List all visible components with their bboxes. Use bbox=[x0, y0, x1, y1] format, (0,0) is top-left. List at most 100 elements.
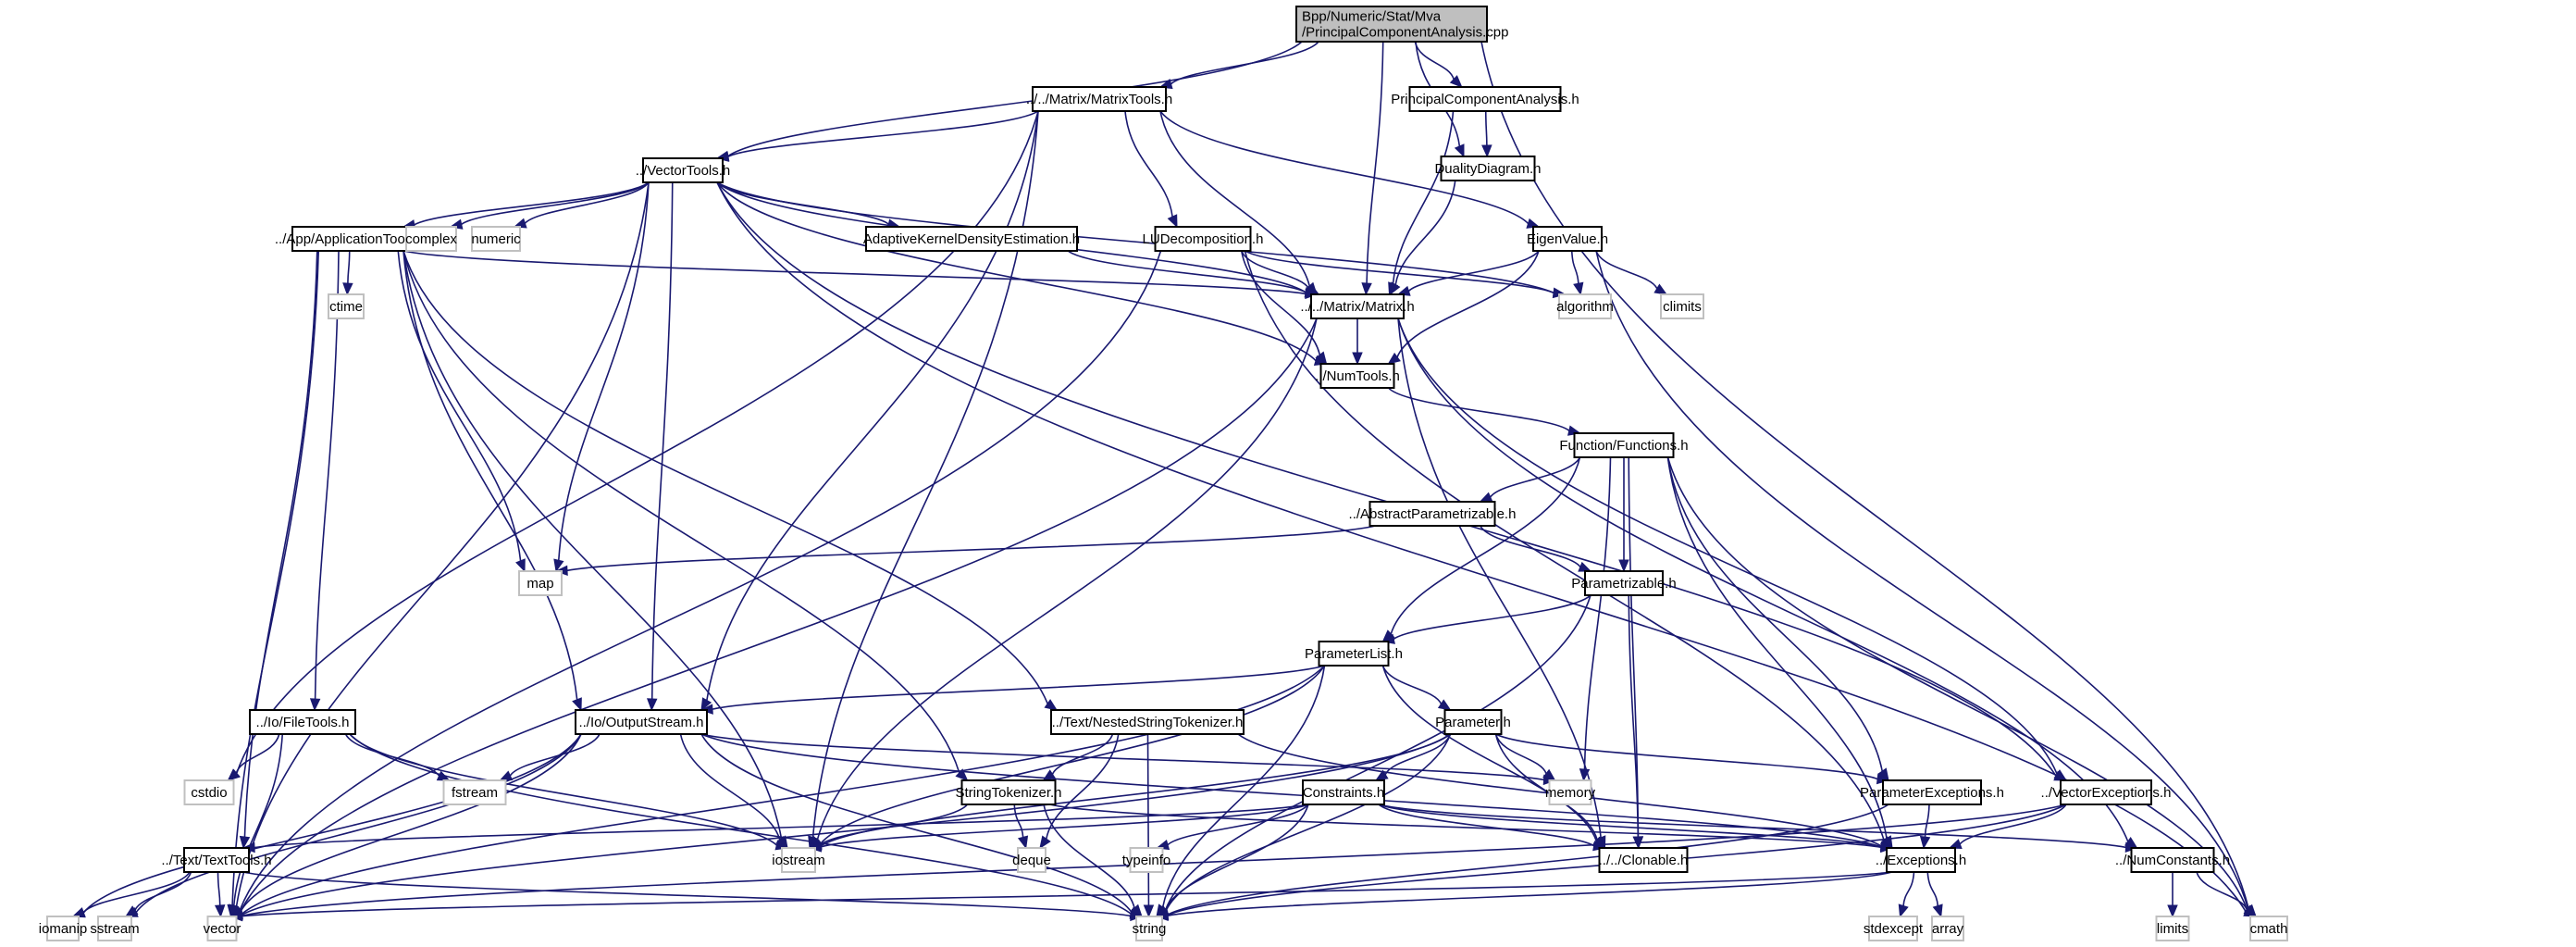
node-lu[interactable]: LUDecomposition.h bbox=[1143, 226, 1264, 252]
edge-root-to-pca_h bbox=[1414, 41, 1463, 88]
edge-line bbox=[242, 871, 1893, 917]
edge-line bbox=[819, 665, 1326, 845]
node-parameter[interactable]: Parameter.h bbox=[1435, 709, 1511, 735]
node-matrix[interactable]: ../../Matrix/Matrix.h bbox=[1300, 293, 1415, 319]
node-label: ../VectorTools.h bbox=[636, 163, 731, 179]
node-box bbox=[328, 293, 365, 319]
edge-vectortools-to-complex bbox=[449, 181, 650, 230]
edge-apptools-to-nestedtok bbox=[402, 250, 1059, 711]
arrowhead-icon bbox=[1315, 351, 1328, 366]
edge-line bbox=[1159, 110, 1530, 225]
node-eigen[interactable]: EigenValue.h bbox=[1527, 226, 1608, 252]
node-vectortools[interactable]: ../VectorTools.h bbox=[636, 157, 731, 183]
arrowhead-icon bbox=[1449, 75, 1463, 88]
node-parametrizable[interactable]: Parametrizable.h bbox=[1571, 570, 1677, 596]
edge-matrix-to-vectorexc bbox=[1397, 318, 2068, 781]
node-root[interactable]: Bpp/Numeric/Stat/Mva/PrincipalComponentA… bbox=[1295, 6, 1508, 43]
edge-line bbox=[241, 665, 1326, 915]
arrowhead-icon bbox=[515, 558, 526, 573]
edge-pca_h-to-duality bbox=[1481, 110, 1492, 158]
node-label: ctime bbox=[329, 299, 363, 315]
edge-matrixtools-to-cstdio bbox=[227, 110, 1039, 781]
edge-line bbox=[134, 871, 192, 911]
node-numeric: numeric bbox=[471, 226, 521, 252]
edge-matrix-to-numtools bbox=[1352, 318, 1363, 366]
node-label: ../../Matrix/Matrix.h bbox=[1300, 299, 1414, 315]
edge-line bbox=[1414, 41, 1455, 80]
node-box bbox=[1573, 432, 1675, 458]
node-pca_h[interactable]: PrincipalComponentAnalysis.h bbox=[1391, 86, 1579, 112]
edge-duality-to-matrix bbox=[1389, 180, 1456, 296]
node-constraints[interactable]: Constraints.h bbox=[1302, 779, 1385, 805]
edge-line bbox=[1241, 250, 1310, 290]
node-label: complex bbox=[405, 231, 457, 247]
node-map: map bbox=[518, 570, 563, 596]
node-vector: vector bbox=[204, 916, 241, 941]
edge-line bbox=[1902, 871, 1915, 906]
node-apptools[interactable]: ../App/ApplicationTools.h bbox=[275, 226, 427, 252]
arrowhead-icon bbox=[1361, 282, 1372, 296]
edge-line bbox=[1366, 41, 1384, 284]
node-label: DualityDiagram.h bbox=[1434, 161, 1541, 177]
node-nestedtok[interactable]: ../Text/NestedStringTokenizer.h bbox=[1050, 709, 1245, 735]
node-box bbox=[865, 226, 1078, 252]
node-exceptions[interactable]: ../Exceptions.h bbox=[1876, 847, 1966, 873]
edge-line bbox=[1051, 733, 1114, 775]
node-stringtok[interactable]: StringTokenizer.h bbox=[955, 779, 1062, 805]
edge-exceptions-to-array bbox=[1926, 871, 1943, 918]
arrowhead-icon bbox=[214, 904, 226, 918]
edge-line bbox=[1384, 733, 1452, 776]
edge-line bbox=[397, 250, 522, 561]
edge-line bbox=[402, 250, 1307, 295]
arrowhead-icon bbox=[1932, 903, 1943, 918]
edge-apptools-to-ctime bbox=[342, 250, 353, 296]
node-label: Parametrizable.h bbox=[1571, 576, 1676, 592]
node-texttools[interactable]: ../Text/TextTools.h bbox=[161, 847, 272, 873]
node-deque: deque bbox=[1012, 847, 1051, 873]
node-label: cmath bbox=[2250, 921, 2288, 937]
node-functions[interactable]: Function/Functions.h bbox=[1559, 432, 1689, 458]
node-filetools[interactable]: ../Io/FileTools.h bbox=[249, 709, 356, 735]
node-box bbox=[249, 709, 356, 735]
node-box bbox=[1295, 6, 1488, 43]
node-matrixtools[interactable]: ../../Matrix/MatrixTools.h bbox=[1026, 86, 1172, 112]
edge-parameter-to-memory bbox=[1494, 733, 1556, 781]
node-numtools[interactable]: ../NumTools.h bbox=[1315, 363, 1400, 389]
edge-line bbox=[1067, 250, 1307, 293]
edge-line bbox=[1244, 250, 1885, 841]
edge-filetools-to-cstdio bbox=[227, 733, 280, 781]
node-box bbox=[471, 226, 521, 252]
edge-line bbox=[1495, 733, 1878, 780]
edge-apptools-to-outputstream bbox=[402, 250, 582, 712]
edge-line bbox=[1393, 594, 1591, 641]
node-box bbox=[1598, 847, 1689, 873]
edge-filetools-to-fstream bbox=[344, 733, 451, 781]
edge-line bbox=[414, 181, 650, 226]
arrowhead-icon bbox=[2053, 769, 2068, 781]
node-box bbox=[183, 779, 235, 805]
edge-akde-to-matrix bbox=[1067, 250, 1319, 298]
edge-line bbox=[1924, 804, 1930, 838]
edge-exceptions-to-stdexcept bbox=[1898, 871, 1915, 918]
node-label: PrincipalComponentAnalysis.h bbox=[1391, 92, 1579, 107]
node-paramlist[interactable]: ParameterList.h bbox=[1305, 641, 1403, 667]
edge-vectortools-to-map bbox=[553, 181, 650, 573]
node-abstractparam[interactable]: ../AbstractParametrizable.h bbox=[1349, 501, 1517, 527]
node-label: AdaptiveKernelDensityEstimation.h bbox=[863, 231, 1080, 247]
node-clonable[interactable]: ../../Clonable.h bbox=[1598, 847, 1689, 873]
edge-line bbox=[727, 110, 1039, 157]
edge-line bbox=[712, 665, 1325, 710]
node-duality[interactable]: DualityDiagram.h bbox=[1434, 156, 1542, 181]
arrowhead-icon bbox=[1578, 561, 1592, 572]
node-vectorexc[interactable]: ../VectorExceptions.h bbox=[2041, 779, 2172, 805]
node-outputstream[interactable]: ../Io/OutputStream.h bbox=[575, 709, 708, 735]
node-akde[interactable]: AdaptiveKernelDensityEstimation.h bbox=[863, 226, 1080, 252]
node-numconst[interactable]: ../NumConstants.h bbox=[2115, 847, 2230, 873]
node-label: ../VectorExceptions.h bbox=[2041, 785, 2172, 801]
edge-line bbox=[566, 525, 1376, 572]
node-paramexc[interactable]: ParameterExceptions.h bbox=[1860, 779, 2004, 805]
node-iostream: iostream bbox=[772, 847, 825, 873]
edge-line bbox=[402, 250, 783, 840]
edge-matrixtools-to-matrix bbox=[1159, 110, 1318, 295]
edge-line bbox=[1666, 456, 1884, 772]
